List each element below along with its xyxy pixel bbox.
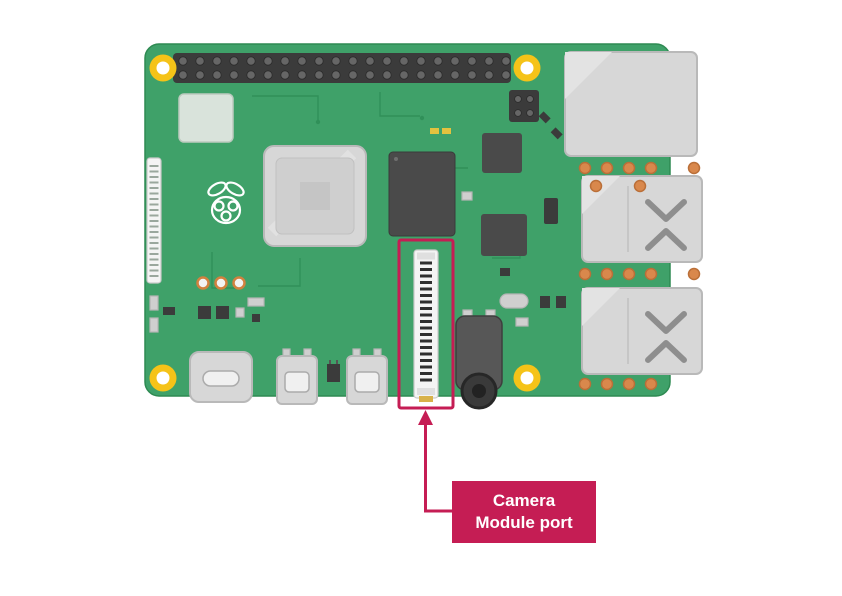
- through-hole-pad: [578, 377, 592, 391]
- audio-jack: [455, 309, 503, 410]
- gpio-pin: [450, 56, 460, 66]
- wireless-module: [178, 93, 234, 143]
- label-line-2: Module port: [475, 513, 573, 532]
- gpio-pin: [467, 70, 477, 80]
- gpio-pin: [467, 56, 477, 66]
- gpio-pin: [399, 70, 409, 80]
- micro-hdmi-port-0: [276, 348, 318, 405]
- gpio-pin: [212, 70, 222, 80]
- gpio-pin: [229, 70, 239, 80]
- poe-pins: [514, 95, 534, 117]
- gpio-pin: [382, 56, 392, 66]
- component-between-hdmi: [327, 360, 340, 382]
- gpio-pin: [331, 70, 341, 80]
- gpio-pin: [297, 70, 307, 80]
- gpio-pin: [501, 70, 511, 80]
- camera-port-highlight-box: [397, 238, 455, 410]
- soc-chip: [263, 145, 367, 247]
- mounting-hole: [149, 54, 177, 82]
- mounting-hole: [149, 364, 177, 392]
- gpio-pin: [365, 70, 375, 80]
- gpio-pin: [229, 56, 239, 66]
- usb-controller-chip: [482, 133, 522, 173]
- display-ribbon-lines: [149, 165, 159, 277]
- through-hole-pad: [644, 161, 658, 175]
- camera-module-port-label: Camera Module port: [452, 481, 596, 543]
- gpio-pin: [195, 56, 205, 66]
- gpio-pin: [501, 56, 511, 66]
- gpio-pin: [416, 70, 426, 80]
- mounting-holes: [149, 54, 541, 392]
- small-components: [149, 111, 566, 333]
- gpio-pin: [246, 56, 256, 66]
- usb-port-bottom: [581, 287, 703, 375]
- gpio-pin: [263, 56, 273, 66]
- through-hole-pad: [578, 161, 592, 175]
- gpio-pin: [178, 56, 188, 66]
- gpio-pin: [348, 70, 358, 80]
- gold-ring-pads: [196, 276, 246, 290]
- through-hole-pad: [622, 267, 636, 281]
- arrow-head-icon: [418, 410, 433, 425]
- gpio-pin: [314, 70, 324, 80]
- through-hole-pad: [633, 179, 647, 193]
- usb-c-power-port: [189, 351, 253, 403]
- mounting-hole: [513, 54, 541, 82]
- through-hole-pad: [600, 267, 614, 281]
- gpio-pin: [212, 56, 222, 66]
- gpio-pin: [297, 56, 307, 66]
- csi-contacts: [420, 261, 432, 382]
- through-hole-pad: [600, 377, 614, 391]
- gpio-pin: [450, 70, 460, 80]
- gpio-pin: [399, 56, 409, 66]
- through-hole-pad: [644, 267, 658, 281]
- gpio-pin: [348, 56, 358, 66]
- callout-arrow: [418, 410, 452, 513]
- gpio-pin: [433, 70, 443, 80]
- gpio-pin: [246, 70, 256, 80]
- crystal-oscillator: [499, 293, 529, 309]
- gpio-pin: [280, 56, 290, 66]
- gpio-pin: [178, 70, 188, 80]
- raspberry-logo-icon: [207, 181, 245, 225]
- display-port: [146, 157, 162, 284]
- mounting-hole: [513, 364, 541, 392]
- through-hole-pad: [687, 161, 701, 175]
- through-hole-pad: [622, 377, 636, 391]
- through-hole-pads: [578, 161, 701, 391]
- gpio-pin: [484, 70, 494, 80]
- ethernet-port: [564, 51, 698, 157]
- through-hole-pad: [589, 179, 603, 193]
- gpio-pin: [195, 70, 205, 80]
- gpio-pin: [365, 56, 375, 66]
- ram-chip: [388, 151, 456, 237]
- gpio-header: [173, 53, 511, 83]
- through-hole-pad: [578, 267, 592, 281]
- gpio-pin-rows: [178, 56, 511, 80]
- through-hole-pad: [600, 161, 614, 175]
- through-hole-pad: [644, 377, 658, 391]
- gpio-pin: [314, 56, 324, 66]
- poe-header: [509, 90, 539, 122]
- gpio-pin: [263, 70, 273, 80]
- micro-hdmi-port-1: [346, 348, 388, 405]
- through-hole-pad: [622, 161, 636, 175]
- gpio-pin: [280, 70, 290, 80]
- gpio-pin: [331, 56, 341, 66]
- camera-module-port: [413, 249, 439, 402]
- gpio-pin: [484, 56, 494, 66]
- gpio-pin: [416, 56, 426, 66]
- through-hole-pad: [687, 267, 701, 281]
- pcb-traces: [211, 92, 521, 289]
- label-line-1: Camera: [492, 490, 556, 510]
- gpio-pin: [433, 56, 443, 66]
- gpio-pin: [382, 70, 392, 80]
- ethernet-controller-chip: [481, 214, 527, 256]
